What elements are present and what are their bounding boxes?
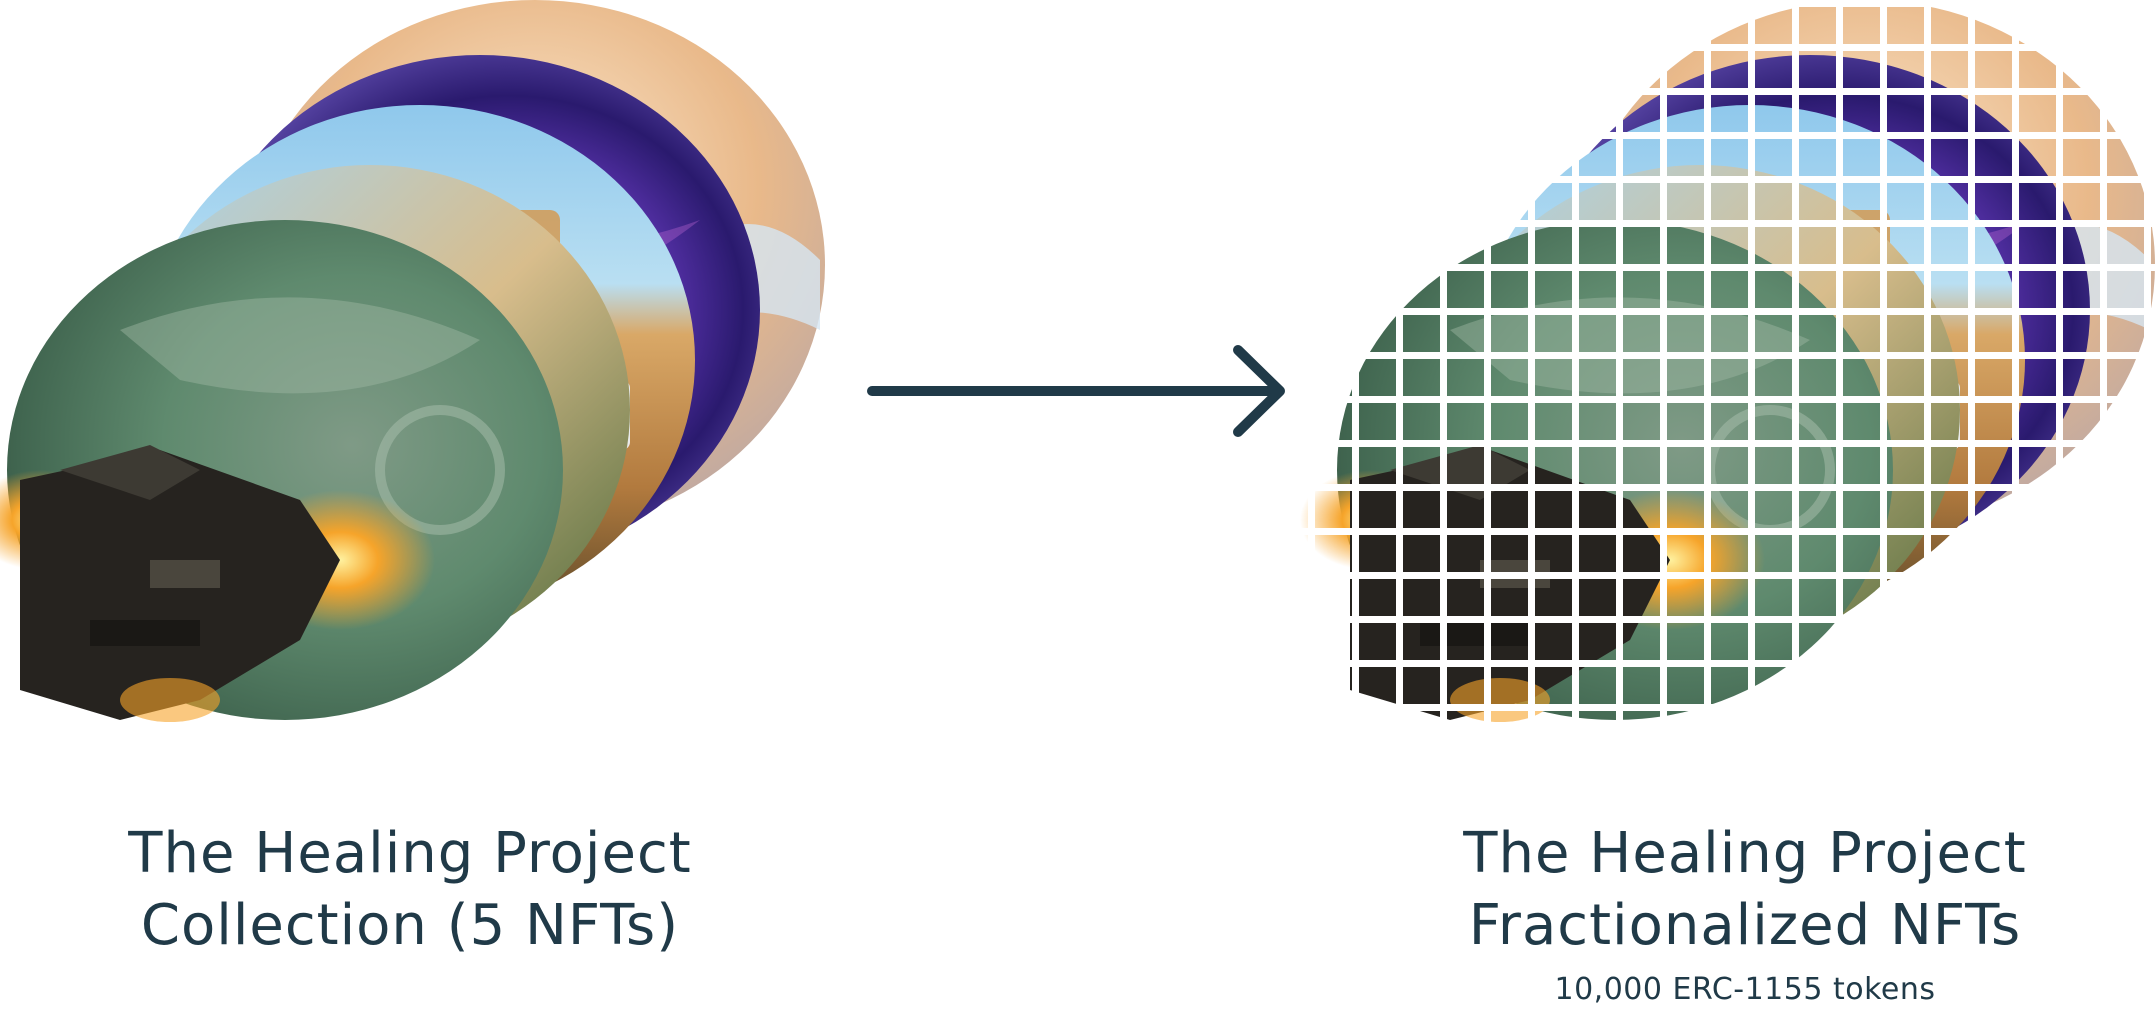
nft-collection-stack: [0, 0, 825, 722]
collection-caption: The Healing Project Collection (5 NFTs): [60, 818, 760, 962]
right-arrow-icon: [867, 345, 1285, 437]
collection-title-line1: The Healing Project: [128, 821, 692, 886]
token-count-subtitle: 10,000 ERC-1155 tokens: [1554, 972, 1936, 1007]
collection-title-line2: Collection (5 NFTs): [140, 893, 680, 958]
fractionalized-title-line1: The Healing Project: [1463, 821, 2027, 886]
fractionalized-title-line2: Fractionalized NFTs: [1468, 893, 2022, 958]
fractionalized-nft-stack: [1300, 0, 2155, 722]
fractionalized-caption: The Healing Project Fractionalized NFTs …: [1395, 818, 2095, 1010]
